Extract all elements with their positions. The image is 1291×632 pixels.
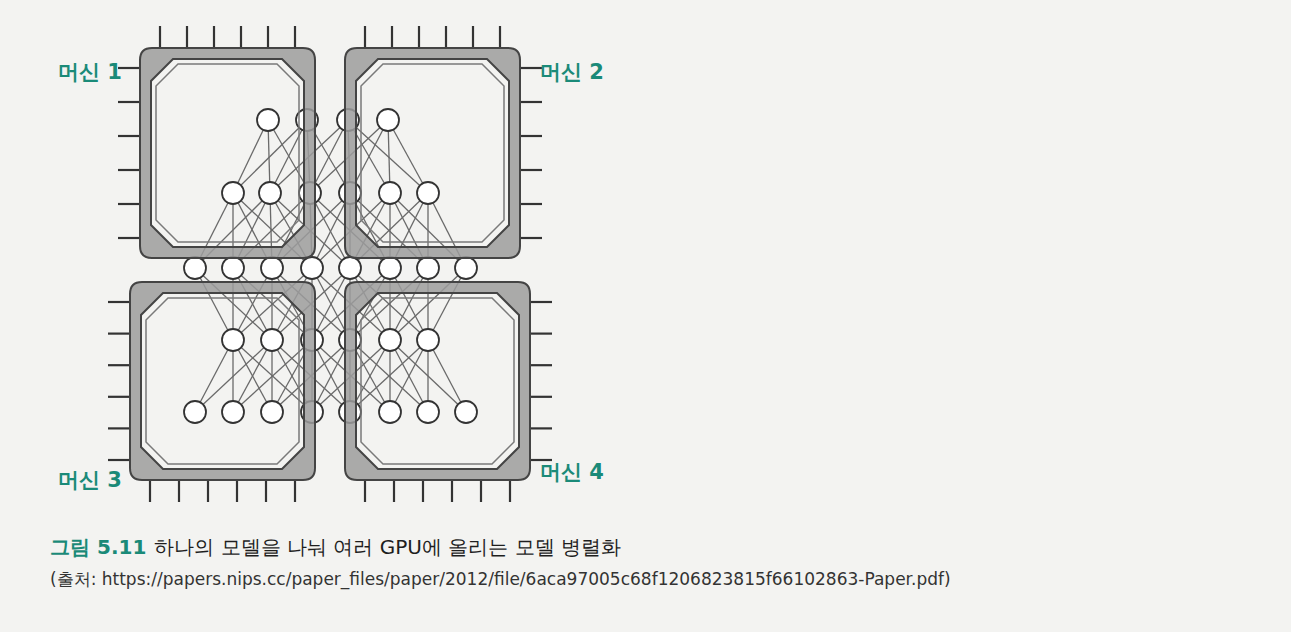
figure-number: 그림 5.11 <box>50 534 146 561</box>
neuron <box>222 182 244 204</box>
chip-outline <box>345 282 530 480</box>
neuron <box>417 257 439 279</box>
neuron <box>379 257 401 279</box>
neuron <box>379 329 401 351</box>
neuron <box>259 182 281 204</box>
neuron <box>261 329 283 351</box>
neuron <box>417 329 439 351</box>
machine-chip: 머신 3 <box>130 282 315 480</box>
figure-caption: 하나의 모델을 나눠 여러 GPU에 올리는 모델 병렬화 <box>154 534 621 561</box>
neuron <box>455 257 477 279</box>
chip-outline <box>345 48 520 258</box>
neuron <box>379 401 401 423</box>
neuron <box>377 109 399 131</box>
network-link <box>390 340 428 412</box>
neuron <box>261 257 283 279</box>
machine-chip: 머신 1 <box>140 48 315 258</box>
machine-label: 머신 4 <box>540 458 604 486</box>
network-link <box>233 268 272 340</box>
neuron <box>184 257 206 279</box>
neuron <box>339 257 361 279</box>
network-link <box>270 120 307 193</box>
network-link <box>428 268 466 340</box>
neuron <box>222 401 244 423</box>
machine-label: 머신 3 <box>58 466 122 494</box>
chip-outline <box>130 282 315 480</box>
network-link <box>233 340 272 412</box>
neuron <box>417 182 439 204</box>
network-link <box>390 268 428 340</box>
network-link <box>233 340 272 412</box>
chip-outline <box>140 48 315 258</box>
network-link <box>233 268 272 340</box>
machine-label: 머신 1 <box>58 58 122 86</box>
neuron <box>184 401 206 423</box>
neuron <box>301 257 323 279</box>
machine-chip: 머신 2 <box>345 48 520 258</box>
network-link <box>233 120 268 193</box>
source-note: (출처: https://papers.nips.cc/paper_files/… <box>50 568 951 591</box>
neuron <box>222 329 244 351</box>
neuron <box>455 401 477 423</box>
neuron <box>222 257 244 279</box>
network-link <box>390 268 428 340</box>
network-link <box>390 340 428 412</box>
neuron <box>417 401 439 423</box>
network-link <box>428 340 466 412</box>
machine-label: 머신 2 <box>540 58 604 86</box>
neuron <box>379 182 401 204</box>
machine-chip: 머신 4 <box>345 282 530 480</box>
neuron <box>257 109 279 131</box>
neuron <box>261 401 283 423</box>
network-link <box>195 268 233 340</box>
network-link <box>195 340 233 412</box>
